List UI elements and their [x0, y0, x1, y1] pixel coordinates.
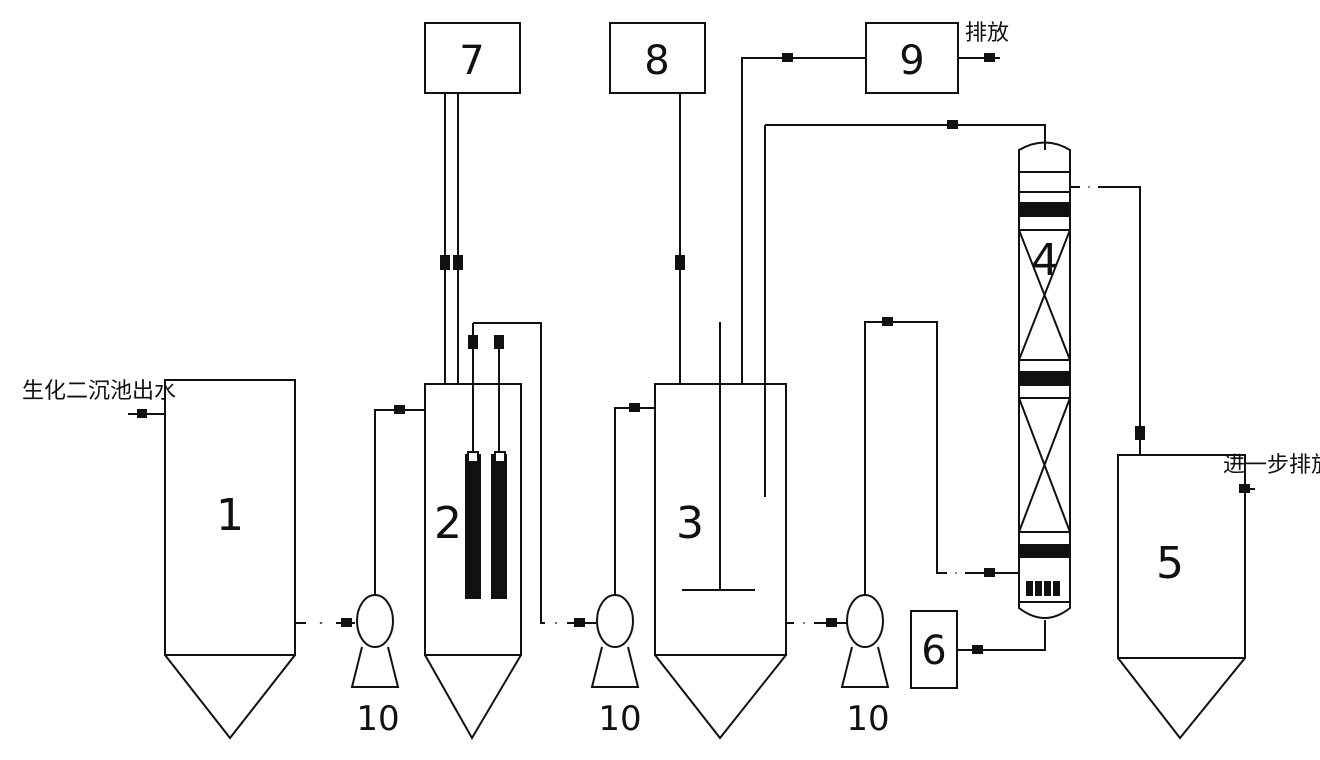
column-4: 4	[1018, 141, 1071, 619]
pipe-pump3-column4	[864, 321, 1018, 595]
valve-3[interactable]	[794, 614, 814, 632]
column-4-label: 4	[1031, 235, 1059, 286]
valve-5[interactable]	[1080, 178, 1098, 196]
flow-arrow	[984, 568, 995, 577]
tank-2-label: 2	[434, 498, 462, 549]
pump-2[interactable]	[590, 594, 640, 688]
flow-arrow	[782, 53, 793, 62]
flow-arrow	[1239, 484, 1250, 493]
pump-3-label: 10	[846, 699, 889, 739]
pump-3[interactable]	[840, 594, 890, 688]
box-8-label: 8	[644, 38, 669, 84]
tank-1: 1	[164, 379, 296, 740]
flow-arrow	[826, 618, 837, 627]
flow-arrow	[453, 255, 463, 270]
pipe-pump2-tank3	[614, 407, 655, 595]
pipe-tank3-box9	[741, 57, 866, 384]
valve-1[interactable]	[306, 614, 336, 632]
flow-arrow	[1135, 426, 1145, 440]
electrode-1	[465, 323, 481, 599]
flow-arrow	[882, 317, 893, 326]
flow-arrow	[574, 618, 585, 627]
flow-arrow	[394, 405, 405, 414]
outlet-5-label: 进一步排放	[1223, 453, 1320, 478]
outlet-9-label: 排放	[965, 21, 1009, 46]
pipe-pump1-tank2	[374, 409, 425, 595]
pump-1[interactable]	[341, 594, 400, 688]
valve-4[interactable]	[947, 564, 965, 582]
pipe-column4-tank5	[1070, 186, 1141, 455]
inlet-label: 生化二沉池出水	[22, 379, 176, 404]
flow-arrow	[947, 120, 958, 129]
stirrer	[682, 322, 755, 591]
tank-3-label: 3	[676, 498, 704, 549]
valve-2[interactable]	[545, 614, 567, 632]
inlet-pipe	[128, 409, 165, 418]
box-7: 7	[424, 22, 521, 94]
tank-5-label: 5	[1156, 538, 1184, 589]
tank-5: 5	[1117, 454, 1246, 740]
pump-2-label: 10	[598, 699, 641, 739]
pump-1-label: 10	[356, 699, 399, 739]
box-6-label: 6	[921, 628, 946, 674]
flow-arrow	[675, 255, 685, 270]
flow-arrow	[984, 53, 995, 62]
pipe-column4-box6	[957, 620, 1046, 651]
electrode-2	[491, 335, 507, 599]
box-8: 8	[609, 22, 706, 94]
box-9: 9	[865, 22, 959, 94]
flow-arrow	[972, 645, 983, 654]
flow-arrow	[629, 403, 640, 412]
flow-arrow	[440, 255, 450, 270]
box-6: 6	[910, 610, 958, 689]
pipe-column4-top	[765, 124, 1046, 150]
box-9-label: 9	[899, 38, 924, 84]
box-7-label: 7	[459, 38, 484, 84]
tank-1-label: 1	[216, 490, 244, 541]
